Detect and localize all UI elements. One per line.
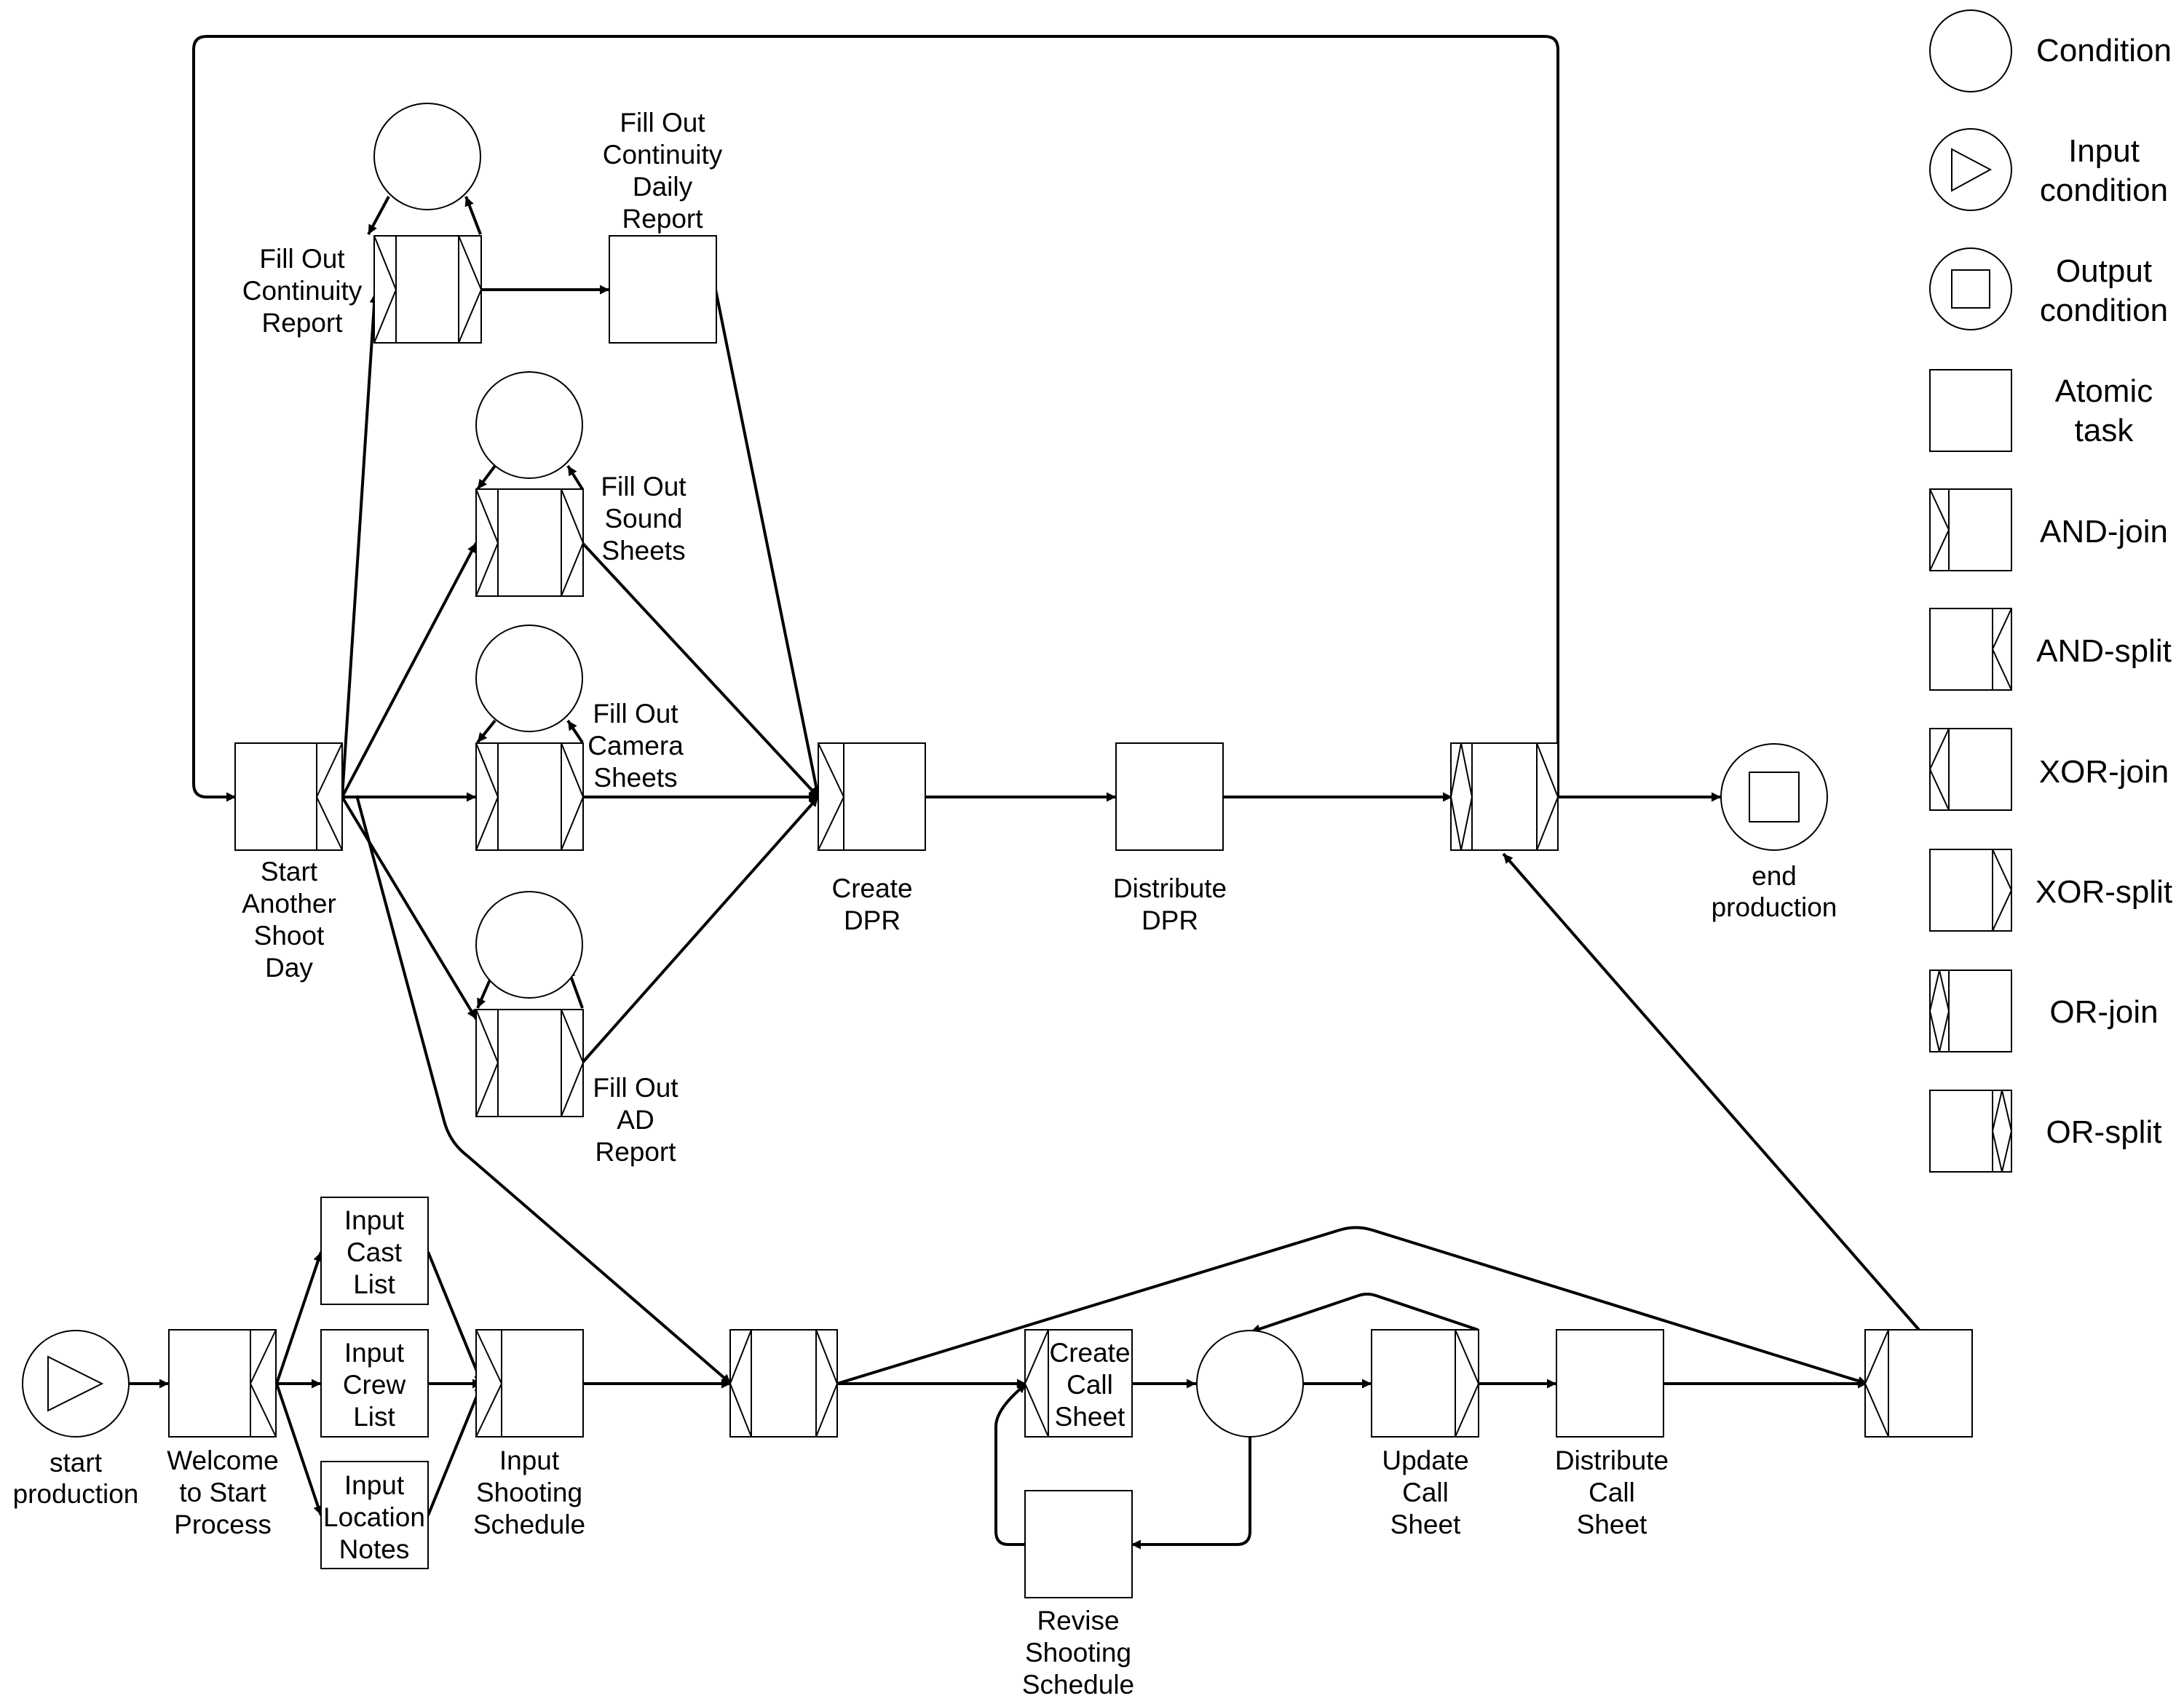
edge-daily-to-createdpr [714,289,821,798]
legend-and-split-label: AND-split [2036,633,2172,669]
task-final-xor-join[interactable] [1864,1329,1973,1438]
legend-or-join-label: OR-join [2049,994,2158,1030]
task-loop-or-join-xor-split[interactable] [1449,742,1559,851]
task-distribute-call-sheet[interactable] [1556,1329,1664,1438]
flow-edges [130,35,1920,1550]
task-fill-out-ad-report[interactable] [475,1009,585,1117]
legend-or-split-icon [1929,1090,2013,1173]
task-fill-out-sound-sheets[interactable] [475,488,585,597]
edge-update-to-condition [1250,1293,1479,1333]
edge-welcome-to-cast [275,1251,323,1384]
edge-camera-selfloop-down [476,719,496,744]
legend [1928,9,2013,1173]
edge-cast-to-schedule [427,1251,483,1384]
task-welcome[interactable] [168,1329,277,1438]
edge-startday-to-continuity [341,293,379,798]
task-start-another-shoot-day[interactable] [234,742,343,851]
legend-xor-join-icon [1928,728,2012,811]
end-condition[interactable] [1720,743,1828,851]
condition-ad[interactable] [475,891,583,999]
edge-continuity-selfloop-down [367,196,390,235]
condition-sound[interactable] [475,371,583,479]
task-distribute-dpr[interactable] [1115,742,1224,851]
legend-xor-split-icon [1929,849,2013,932]
legend-and-join-label: AND-join [2040,514,2168,550]
legend-or-join-icon [1928,970,2012,1052]
start-condition[interactable] [22,1330,130,1438]
edge-finaljoin-to-loopjoin [1502,852,1920,1331]
legend-output-condition-icon [1929,247,2012,330]
play-icon [47,1355,104,1412]
edge-camera-selfloop-up [566,719,584,744]
task-input-crew-list[interactable] [320,1329,429,1438]
edge-revise-to-createcall [994,1382,1028,1546]
task-input-shooting-schedule[interactable] [475,1329,584,1438]
legend-or-split-label: OR-split [2046,1114,2162,1150]
condition-camera[interactable] [475,625,583,732]
task-update-call-sheet[interactable] [1371,1329,1480,1438]
edge-sound-selfloop-down [476,464,496,491]
task-create-call-sheet[interactable] [1024,1329,1133,1438]
task-create-dpr[interactable] [818,742,926,851]
task-fill-out-continuity-report[interactable] [373,235,483,344]
edge-continuity-selfloop-up [464,196,482,235]
edge-condition-to-revise [1131,1438,1251,1550]
edge-startday-to-orjoin [355,795,732,1385]
square-icon [1749,772,1800,822]
condition-call-sheet[interactable] [1196,1330,1304,1438]
legend-condition-icon [1929,9,2012,92]
edge-location-to-schedule [427,1383,483,1516]
edge-ad-to-createdpr [581,796,820,1064]
edge-welcome-to-location [275,1383,323,1516]
task-revise-shooting-schedule[interactable] [1024,1490,1133,1598]
legend-atomic-task-icon [1929,369,2012,452]
legend-condition-label: Condition [2036,33,2172,68]
edge-orsplit-to-finaljoin [836,1226,1868,1386]
edge-startday-to-sound [341,542,478,798]
edge-sound-selfloop-up [566,464,584,491]
task-fill-out-camera-sheets[interactable] [475,742,585,851]
task-input-cast-list[interactable] [320,1197,429,1305]
condition-continuity[interactable] [373,103,481,210]
legend-xor-join-label: XOR-join [2039,754,2169,790]
legend-and-split-icon [1929,608,2012,691]
edge-startday-to-ad [341,796,478,1020]
legend-input-condition-icon [1929,128,2012,211]
legend-xor-split-label: XOR-split [2035,874,2172,910]
task-or-join-split[interactable] [729,1329,839,1438]
legend-and-join-icon [1929,488,2012,571]
task-input-location-notes[interactable] [320,1461,429,1569]
edge-sound-to-createdpr [581,542,820,798]
task-fill-out-continuity-daily-report[interactable] [609,235,717,344]
edge-loop-back-to-startday [192,35,1559,802]
